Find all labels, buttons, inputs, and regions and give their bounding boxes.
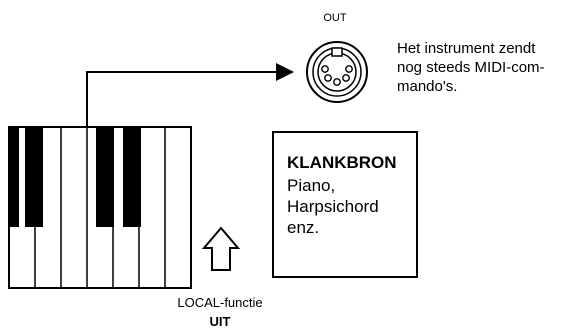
midi-note-line: nog steeds MIDI-com- [397, 59, 545, 76]
black-key [25, 127, 43, 227]
midi-din-connector-icon [306, 41, 368, 103]
up-arrow-icon [201, 226, 241, 271]
black-key [9, 127, 19, 227]
black-key [123, 127, 141, 227]
keyboard-icon [8, 126, 192, 289]
midi-signal-arrowhead [276, 63, 294, 81]
sound-source-lines: Piano, Harpsichord enz. [287, 175, 379, 238]
midi-signal-line [86, 71, 278, 127]
sound-source-line: enz. [287, 218, 320, 237]
out-label: OUT [323, 12, 347, 24]
sound-source-line: Harpsichord [287, 197, 379, 216]
midi-note-line: Het instrument zendt [397, 40, 536, 57]
midi-note: Het instrument zendt nog steeds MIDI-com… [397, 39, 545, 96]
midi-note-line: mando's. [397, 78, 458, 95]
black-key [96, 127, 114, 227]
sound-source-line: Piano, [287, 176, 336, 195]
local-function-state: UIT [209, 314, 231, 329]
sound-source-title: KLANKBRON [287, 153, 397, 172]
sound-source-box: KLANKBRON Piano, Harpsichord enz. [272, 131, 418, 278]
local-function-label: LOCAL-functie [177, 295, 263, 310]
